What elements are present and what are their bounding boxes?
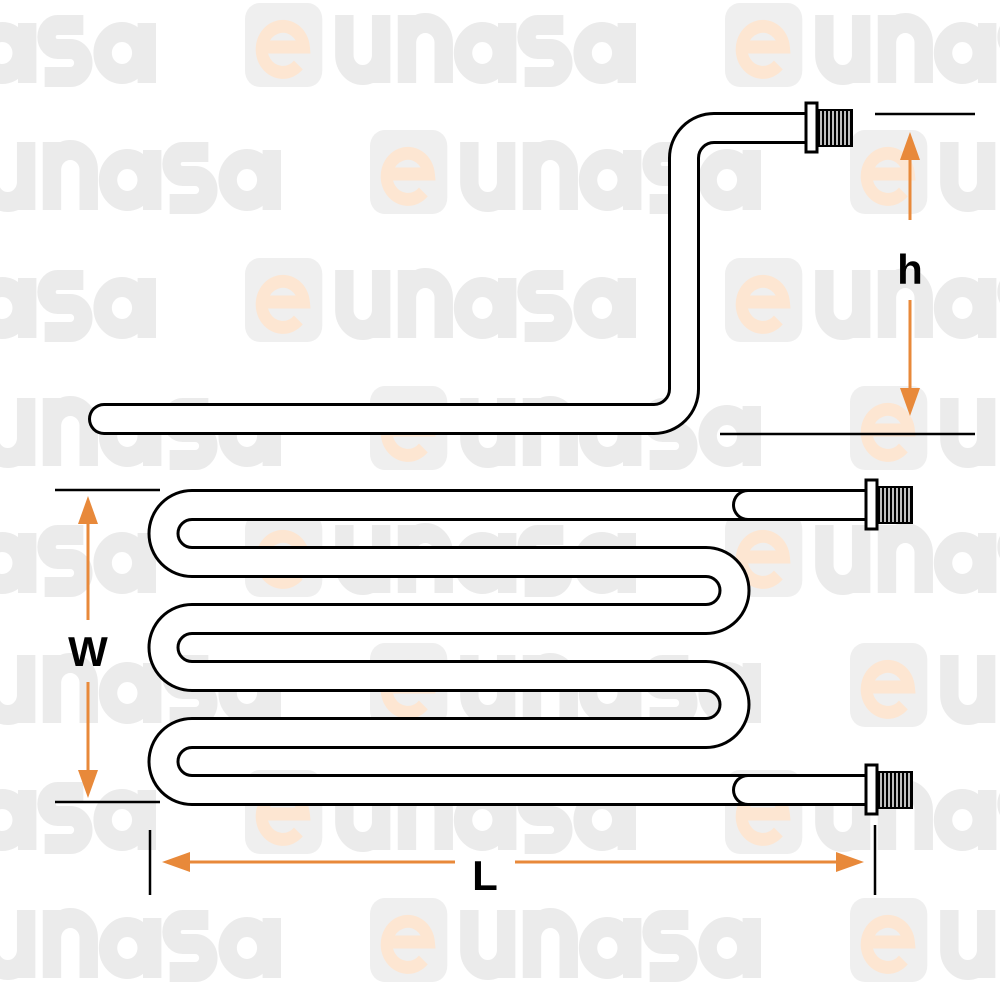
watermark-logo: [850, 643, 1000, 727]
threaded-fitting-bottom: [864, 763, 913, 816]
watermark-logo: [0, 258, 147, 342]
threaded-fitting-top: [864, 478, 913, 531]
threaded-fitting: [804, 101, 853, 154]
watermark-logo: [0, 3, 147, 87]
watermark-logo: [725, 513, 1000, 597]
watermark-logo: [0, 770, 147, 854]
lower-heating-element: [147, 478, 913, 816]
watermark-logo: [725, 258, 1000, 342]
watermark-logo: [0, 513, 147, 597]
height-dimension: h: [720, 112, 975, 436]
length-dimension: L: [148, 825, 877, 899]
watermark-logo: [725, 3, 1000, 87]
width-label: W: [68, 628, 108, 675]
length-label: L: [472, 852, 498, 899]
watermark-logo: [850, 386, 1000, 470]
watermark-logo: [245, 258, 627, 342]
watermark-logo: [245, 3, 627, 87]
height-label: h: [897, 246, 923, 293]
watermark-logo: [850, 130, 1000, 214]
watermark-logo: [0, 130, 272, 214]
watermark-logo: [0, 898, 272, 982]
watermark-logo: [370, 898, 752, 982]
watermark-logo: [850, 898, 1000, 982]
upper-heating-element: [88, 101, 853, 435]
width-dimension: W: [55, 488, 160, 804]
